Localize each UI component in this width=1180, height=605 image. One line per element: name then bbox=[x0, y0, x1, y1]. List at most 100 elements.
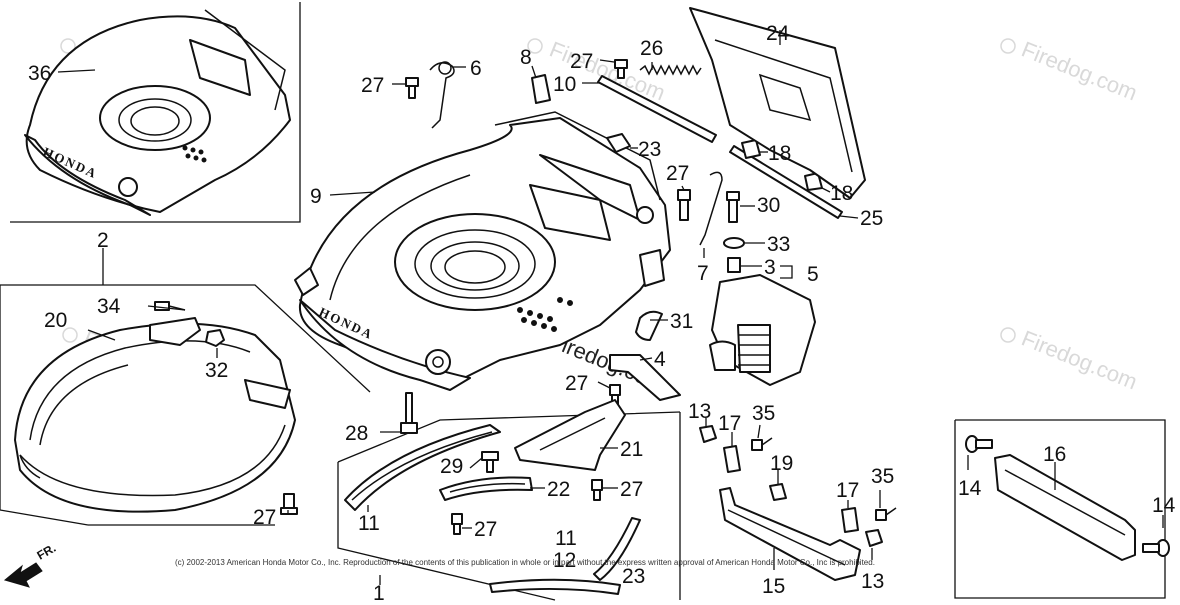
callout-20: 20 bbox=[44, 309, 67, 332]
part-14-pin-a bbox=[965, 435, 993, 453]
callout-1: 1 bbox=[373, 582, 385, 605]
callout-6: 6 bbox=[470, 57, 482, 80]
callout-23: 23 bbox=[638, 138, 661, 161]
part-20-skirt bbox=[14, 317, 296, 513]
callout-35-b: 35 bbox=[871, 465, 894, 488]
part-8-clip bbox=[531, 74, 551, 104]
callout-14-a: 14 bbox=[958, 477, 982, 500]
part-29-bolt bbox=[481, 451, 499, 473]
callout-27-c: 27 bbox=[666, 162, 689, 185]
part-22-plate bbox=[439, 476, 533, 501]
part-6-clip bbox=[429, 61, 455, 129]
watermark-text-3: Firedog.com bbox=[1018, 36, 1141, 105]
part-4-bracket bbox=[609, 354, 681, 401]
callout-14-b: 14 bbox=[1152, 494, 1176, 517]
callout-36: 36 bbox=[28, 62, 51, 85]
part-3-collar bbox=[727, 257, 741, 273]
callout-27-a: 27 bbox=[361, 74, 384, 97]
part-30-bolt bbox=[726, 191, 740, 223]
callout-32: 32 bbox=[205, 359, 228, 382]
part-32-nut bbox=[205, 329, 225, 347]
copyright-notice: (c) 2002-2013 American Honda Motor Co., … bbox=[175, 558, 875, 567]
part-18-clip-a bbox=[741, 139, 761, 159]
callout-30: 30 bbox=[757, 194, 780, 217]
callout-labels: 36 9 27 6 8 27 10 26 24 23 27 18 18 30 2… bbox=[28, 22, 1176, 605]
part-31-link bbox=[635, 310, 663, 341]
callout-34: 34 bbox=[97, 295, 121, 318]
part-27-bolt-g bbox=[451, 513, 463, 535]
callout-17-b: 17 bbox=[836, 479, 859, 502]
part-27-bolt-f bbox=[591, 479, 603, 501]
part-23-clip bbox=[606, 133, 631, 153]
part-5-chute-bracket bbox=[709, 274, 816, 386]
part-15-bar bbox=[719, 487, 861, 581]
part-33-washer bbox=[723, 237, 745, 249]
callout-5: 5 bbox=[807, 263, 819, 286]
part-10-shaft bbox=[597, 75, 717, 143]
callout-21: 21 bbox=[620, 438, 643, 461]
part-24-rear-flap bbox=[689, 7, 866, 199]
part-28-bolt bbox=[400, 392, 418, 434]
part-16-rear-bar bbox=[994, 454, 1136, 561]
front-arrow-icon bbox=[3, 562, 43, 588]
callout-15: 15 bbox=[762, 575, 785, 598]
part-21-baffle bbox=[514, 399, 626, 471]
part-13-nut-a bbox=[699, 425, 717, 443]
callout-28: 28 bbox=[345, 422, 368, 445]
fasteners bbox=[154, 59, 1170, 557]
front-direction-indicator: FR. bbox=[3, 541, 59, 588]
callout-25: 25 bbox=[860, 207, 883, 230]
callout-17-a: 17 bbox=[718, 412, 741, 435]
part-26-spring bbox=[639, 64, 702, 76]
callout-13-b: 13 bbox=[861, 570, 884, 593]
callout-27-f: 27 bbox=[620, 478, 643, 501]
part-11-strip-b bbox=[593, 517, 641, 581]
callout-18-b: 18 bbox=[830, 182, 853, 205]
part-36-deck-small: HONDA bbox=[24, 9, 291, 216]
part-9-main-deck: HONDA bbox=[294, 111, 671, 391]
callout-27-e: 27 bbox=[253, 506, 276, 529]
callout-27-d: 27 bbox=[565, 372, 588, 395]
callout-7: 7 bbox=[697, 262, 709, 285]
callout-23-b: 23 bbox=[622, 565, 645, 588]
callout-24: 24 bbox=[766, 22, 790, 45]
callout-11-a: 11 bbox=[358, 512, 380, 535]
callout-3: 3 bbox=[764, 256, 776, 279]
part-14-pin-b bbox=[1142, 539, 1170, 557]
callout-27-b: 27 bbox=[570, 50, 593, 73]
part-27-bolt-d bbox=[677, 189, 691, 221]
callout-33: 33 bbox=[767, 233, 790, 256]
callout-31: 31 bbox=[670, 310, 693, 333]
part-27-bolt-a bbox=[280, 493, 298, 515]
front-label: FR. bbox=[35, 541, 59, 563]
part-27-bolt-b bbox=[405, 77, 419, 99]
callout-27-g: 27 bbox=[474, 518, 497, 541]
callout-11-b: 11 bbox=[555, 527, 577, 550]
callout-12: 12 bbox=[553, 549, 576, 572]
callout-35-a: 35 bbox=[752, 402, 775, 425]
part-25-rod bbox=[729, 145, 843, 219]
part-13-nut-b bbox=[865, 529, 883, 547]
callout-19: 19 bbox=[770, 452, 793, 475]
leader-lines bbox=[57, 30, 1164, 585]
part-17-clip-a bbox=[723, 445, 741, 473]
part-17-clip-b bbox=[841, 507, 859, 533]
part-19-clip bbox=[769, 483, 787, 501]
part-7-rod bbox=[699, 171, 723, 246]
callout-4: 4 bbox=[654, 348, 666, 371]
part-35-bolt-a bbox=[751, 437, 773, 451]
callout-13-a: 13 bbox=[688, 400, 711, 423]
part-12-strip bbox=[489, 578, 621, 595]
callout-22: 22 bbox=[547, 478, 570, 501]
watermark-text-5: Firedog.com bbox=[1018, 325, 1141, 394]
part-27-bolt-c bbox=[614, 59, 628, 79]
callout-9: 9 bbox=[310, 185, 322, 208]
callout-10: 10 bbox=[553, 73, 576, 96]
part-11-strip-a bbox=[344, 424, 501, 511]
callout-16: 16 bbox=[1043, 443, 1066, 466]
part-35-bolt-b bbox=[875, 507, 897, 521]
callout-26: 26 bbox=[640, 37, 663, 60]
callout-29: 29 bbox=[440, 455, 463, 478]
